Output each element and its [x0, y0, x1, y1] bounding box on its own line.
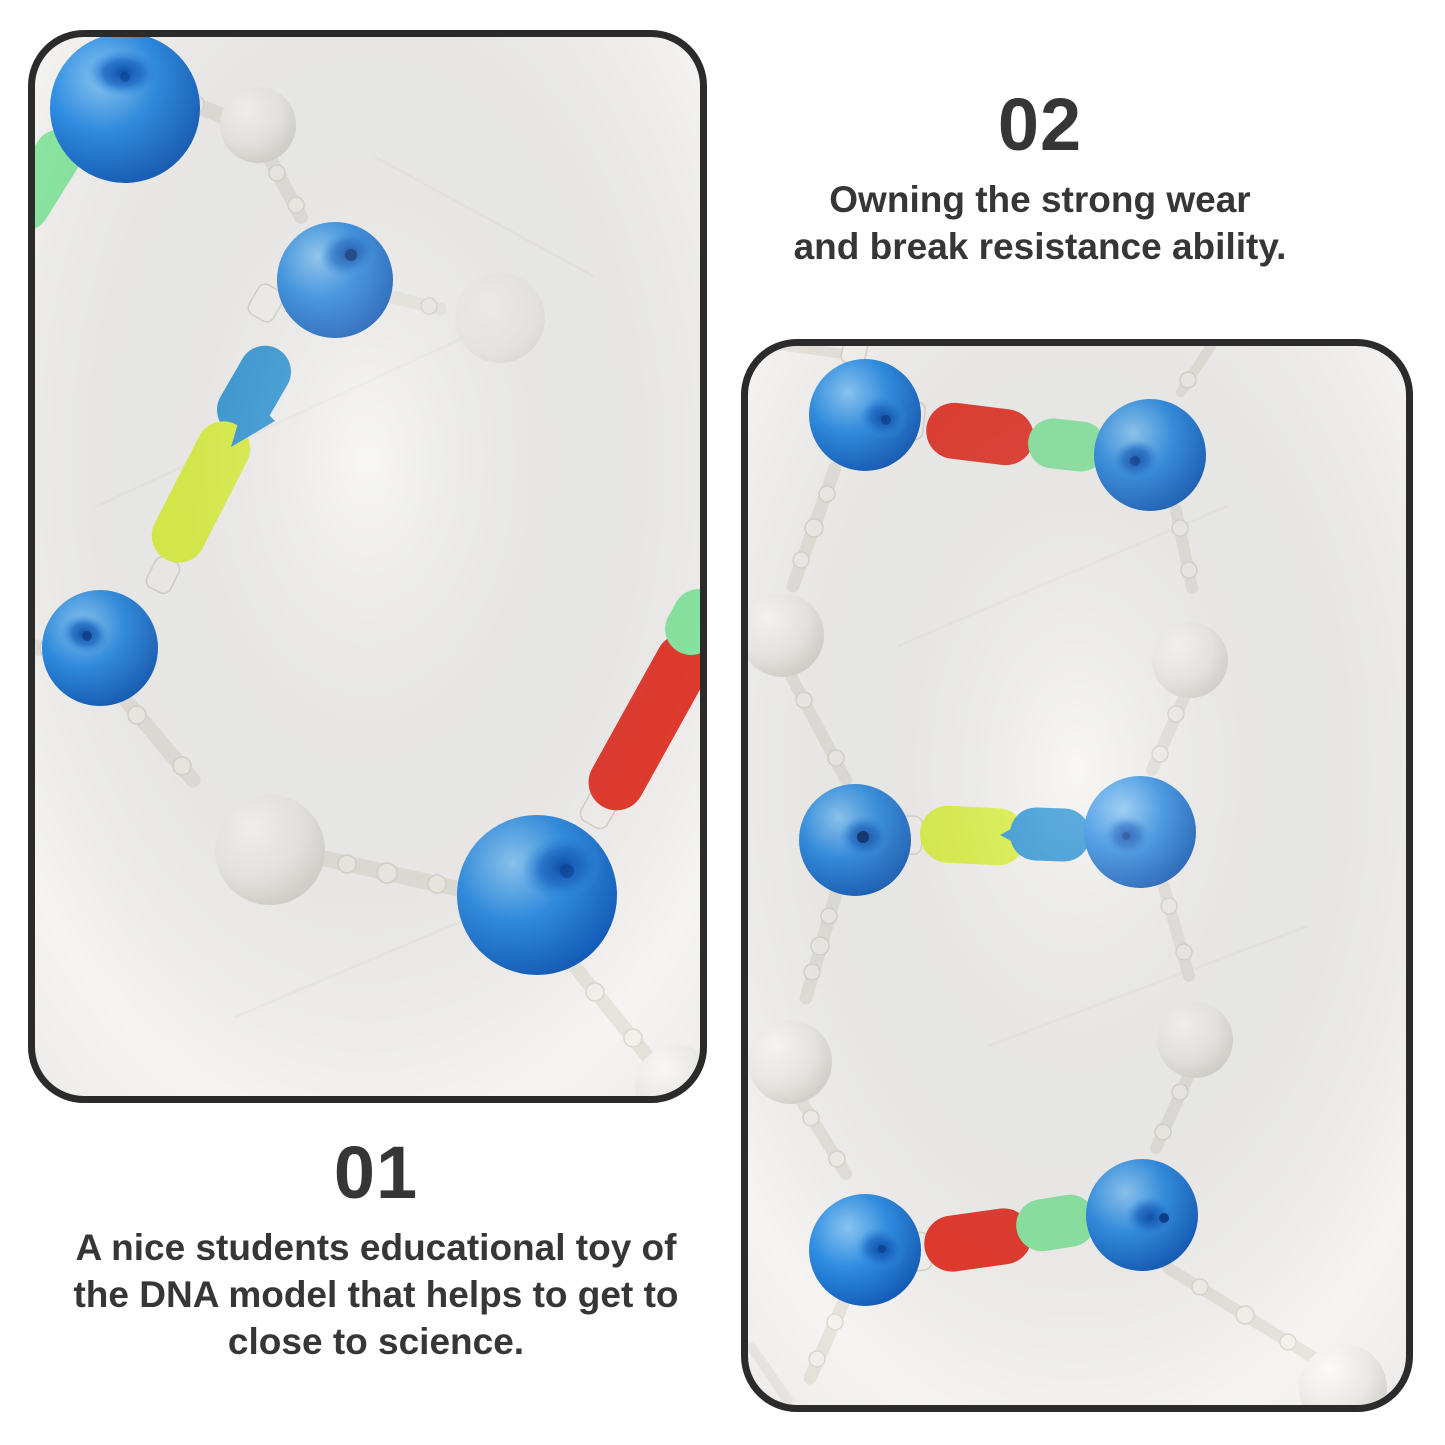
- caption-line: close to science.: [227, 1321, 525, 1362]
- callout-step-1: 01 A nice students educational toy of th…: [46, 1136, 706, 1365]
- step-caption-2: Owning the strong wear and break resista…: [740, 176, 1340, 270]
- photo-vignette: [748, 346, 1406, 1405]
- step-number-2: 02: [997, 83, 1083, 166]
- photo-vignette: [35, 37, 700, 1096]
- dna-ladder-illustration: [748, 346, 1406, 1405]
- photo-panel-closeup: [28, 30, 707, 1103]
- callout-step-2: 02 Owning the strong wear and break resi…: [740, 88, 1340, 270]
- caption-line: and break resistance ability.: [793, 226, 1287, 267]
- step-caption-1: A nice students educational toy of the D…: [46, 1224, 706, 1365]
- step-number-1: 01: [333, 1131, 419, 1214]
- caption-line: Owning the strong wear: [829, 179, 1251, 220]
- caption-line: A nice students educational toy of: [75, 1227, 677, 1268]
- photo-panel-ladder: [741, 339, 1413, 1412]
- caption-line: the DNA model that helps to get to: [73, 1274, 679, 1315]
- dna-model-closeup-illustration: [35, 37, 700, 1096]
